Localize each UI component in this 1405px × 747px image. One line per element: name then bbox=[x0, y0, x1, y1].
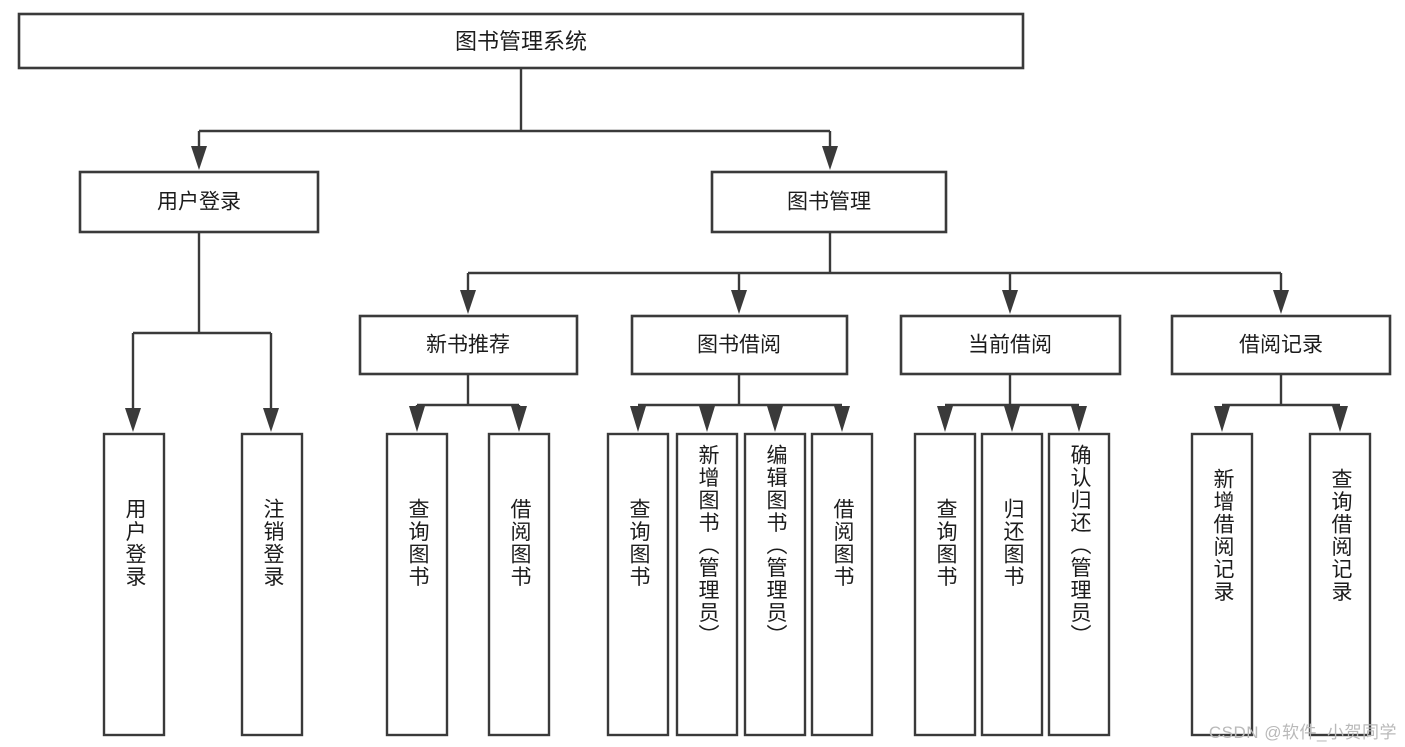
leaf-boxes bbox=[102, 432, 1372, 737]
arrow-leaf-add-record bbox=[1214, 406, 1230, 432]
node-leaf-query-book-3-box[interactable] bbox=[913, 432, 977, 737]
node-leaf-borrow-book-1-box[interactable] bbox=[487, 432, 551, 737]
arrow-leaf-query-book-1 bbox=[409, 406, 425, 432]
arrow-leaf-borrow-book-1 bbox=[511, 406, 527, 432]
arrow-borrow-record bbox=[1273, 290, 1289, 314]
arrow-leaf-query-book-3 bbox=[937, 406, 953, 432]
node-borrow-record-label: 借阅记录 bbox=[1239, 334, 1323, 357]
arrow-leaf-add-book bbox=[699, 406, 715, 432]
node-leaf-logout-login-box[interactable] bbox=[240, 432, 304, 737]
arrow-current-borrow bbox=[1002, 290, 1018, 314]
node-book-borrow-label: 图书借阅 bbox=[697, 334, 781, 357]
node-book-manage-box[interactable] bbox=[710, 170, 948, 234]
node-root[interactable]: 图书管理系统 bbox=[17, 12, 1025, 70]
arrow-leaf-return-book bbox=[1004, 406, 1020, 432]
node-leaf-confirm-return-box[interactable] bbox=[1047, 432, 1111, 737]
node-current-borrow-box[interactable] bbox=[899, 314, 1122, 376]
arrow-leaf-query-book-2 bbox=[630, 406, 646, 432]
arrow-new-book-recommend bbox=[460, 290, 476, 314]
arrow-leaf-confirm-return bbox=[1071, 406, 1087, 432]
node-current-borrow-label: 当前借阅 bbox=[968, 334, 1052, 357]
arrow-book-manage bbox=[822, 146, 838, 170]
node-borrow-record-box[interactable] bbox=[1170, 314, 1392, 376]
node-user-login-label: 用户登录 bbox=[157, 191, 241, 214]
csdn-watermark: CSDN @软件_小贺同学 bbox=[1208, 723, 1397, 742]
node-book-manage-label: 图书管理 bbox=[787, 191, 871, 214]
node-leaf-add-record-box[interactable] bbox=[1190, 432, 1254, 737]
node-book-borrow-box[interactable] bbox=[630, 314, 849, 376]
node-current-borrow[interactable]: 当前借阅 bbox=[899, 314, 1122, 376]
node-book-manage[interactable]: 图书管理 bbox=[710, 170, 948, 234]
node-root-label: 图书管理系统 bbox=[455, 29, 587, 54]
arrow-book-borrow bbox=[731, 290, 747, 314]
node-user-login-box[interactable] bbox=[78, 170, 320, 234]
node-book-borrow[interactable]: 图书借阅 bbox=[630, 314, 849, 376]
node-leaf-borrow-book-2-box[interactable] bbox=[810, 432, 874, 737]
node-leaf-query-book-1-box[interactable] bbox=[385, 432, 449, 737]
node-borrow-record[interactable]: 借阅记录 bbox=[1170, 314, 1392, 376]
node-leaf-edit-book-box[interactable] bbox=[743, 432, 807, 737]
node-leaf-user-login-box[interactable] bbox=[102, 432, 166, 737]
arrow-leaf-logout-login bbox=[263, 408, 279, 432]
node-new-book-recommend-label: 新书推荐 bbox=[426, 334, 510, 357]
node-leaf-query-book-2-box[interactable] bbox=[606, 432, 670, 737]
node-user-login[interactable]: 用户登录 bbox=[78, 170, 320, 234]
arrow-leaf-query-record bbox=[1332, 406, 1348, 432]
arrow-leaf-borrow-book-2 bbox=[834, 406, 850, 432]
node-new-book-recommend-box[interactable] bbox=[358, 314, 579, 376]
node-new-book-recommend[interactable]: 新书推荐 bbox=[358, 314, 579, 376]
node-leaf-query-record-box[interactable] bbox=[1308, 432, 1372, 737]
node-leaf-return-book-box[interactable] bbox=[980, 432, 1044, 737]
arrow-leaf-edit-book bbox=[767, 406, 783, 432]
arrow-user-login bbox=[191, 146, 207, 170]
node-root-box[interactable] bbox=[17, 12, 1025, 70]
node-leaf-add-book-box[interactable] bbox=[675, 432, 739, 737]
arrow-leaf-user-login bbox=[125, 408, 141, 432]
connectors bbox=[125, 68, 1348, 432]
